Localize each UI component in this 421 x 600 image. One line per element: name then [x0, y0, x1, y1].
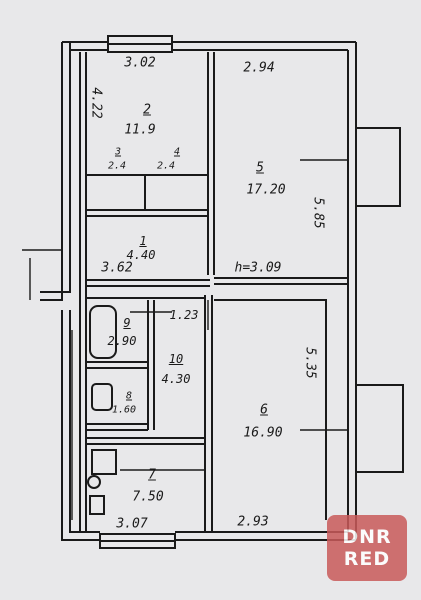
dimension-label: 2.94: [243, 60, 275, 76]
balcony: [356, 127, 401, 207]
room-number: 2: [143, 102, 151, 118]
outer-wall: [347, 42, 357, 540]
room-area: 2.90: [107, 334, 137, 348]
dimension-label: 3.07: [116, 516, 148, 532]
toilet-stall: [91, 383, 113, 411]
interior-wall: [79, 52, 87, 300]
outer-wall: [62, 41, 356, 51]
room-number: 7: [148, 467, 156, 483]
room-number: 8: [125, 390, 133, 402]
room-area: 17.20: [246, 182, 286, 198]
stove: [91, 449, 117, 475]
room-number: 10: [168, 352, 184, 366]
room-area: 2.4: [156, 160, 176, 172]
dimension-label: 5.35: [302, 347, 318, 379]
counter: [89, 495, 105, 515]
interior-wall: [86, 437, 205, 445]
dimension-label: 4.22: [88, 87, 104, 119]
room-number: 9: [123, 316, 131, 330]
interior-wall: [79, 300, 87, 532]
interior-wall: [86, 361, 148, 369]
outer-wall: [175, 531, 356, 541]
interior-wall: [86, 423, 148, 431]
outer-wall: [40, 42, 71, 301]
interior-wall: [204, 295, 213, 532]
dimension-label: 3.02: [124, 55, 156, 71]
interior-wall: [86, 279, 210, 287]
room-area: 1.60: [111, 404, 137, 416]
outer-wall: [61, 310, 100, 541]
watermark-logo: DNR RED: [327, 515, 407, 581]
interior-wall: [207, 52, 215, 275]
dimension-label: 2.93: [237, 514, 269, 530]
dimension-label: 5.85: [310, 197, 326, 229]
room-area: 11.9: [124, 122, 156, 138]
dimension-label: h=3.09: [234, 260, 282, 276]
room-area: 4.30: [161, 372, 191, 386]
room-number: 4: [173, 146, 181, 158]
closet: [86, 174, 208, 210]
room-number: 1: [139, 234, 147, 248]
room-number: 3: [114, 146, 122, 158]
balcony: [356, 384, 404, 473]
bathtub: [89, 305, 117, 359]
watermark-line: RED: [343, 548, 391, 570]
interior-wall: [214, 277, 348, 285]
interior-wall: [86, 209, 208, 217]
sink: [87, 475, 101, 489]
dimension-label: 3.62: [101, 260, 133, 276]
interior-wall: [214, 299, 327, 520]
room-area: 2.4: [107, 160, 127, 172]
room-number: 5: [256, 160, 264, 176]
dimension-label: 1.23: [169, 308, 199, 322]
room-area: 7.50: [132, 489, 164, 505]
room-area: 16.90: [243, 425, 283, 441]
watermark-line: DNR: [342, 526, 392, 548]
room-area: 4.40: [126, 248, 156, 262]
interior-wall: [147, 300, 155, 430]
room-number: 6: [260, 402, 268, 418]
